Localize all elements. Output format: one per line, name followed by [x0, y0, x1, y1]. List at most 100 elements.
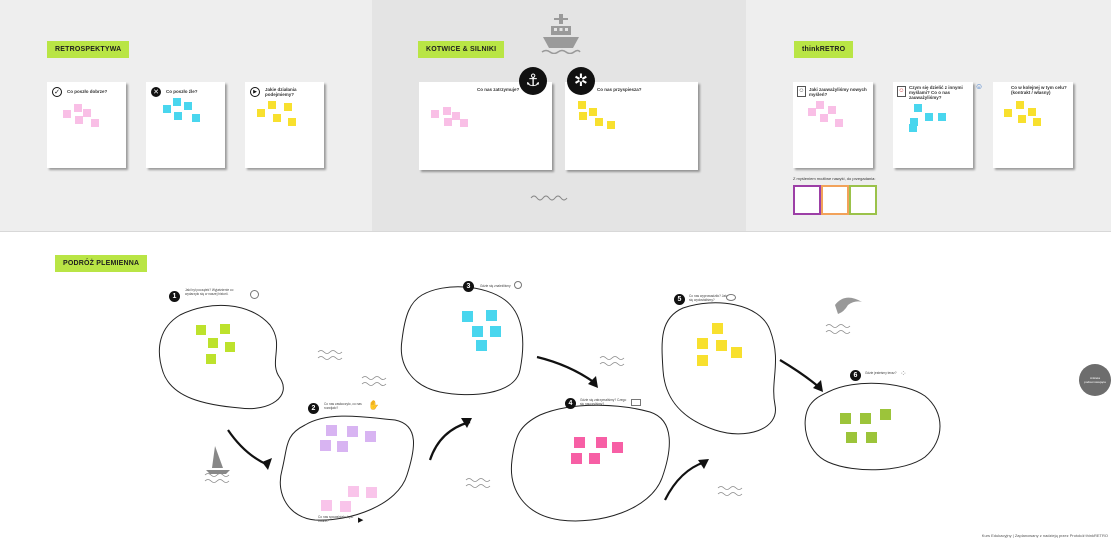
- sticky-note[interactable]: [452, 112, 460, 120]
- sticky-note[interactable]: [697, 355, 708, 366]
- sticky-note[interactable]: [472, 326, 483, 337]
- sticky-note[interactable]: [347, 426, 358, 437]
- step-text: Gdzie się znaleźliśmy: [480, 284, 511, 288]
- sticky-note[interactable]: [184, 102, 192, 110]
- sticky-note[interactable]: [866, 432, 877, 443]
- anchor-card-1[interactable]: Co nas zatrzymuje?: [419, 82, 552, 170]
- sticky-note[interactable]: [490, 326, 501, 337]
- habit-card-purple[interactable]: [793, 185, 821, 215]
- sticky-note[interactable]: [74, 104, 82, 112]
- sticky-note[interactable]: [578, 101, 586, 109]
- sticky-note[interactable]: [196, 325, 206, 335]
- anchors-title: KOTWICE & SILNIKI: [418, 41, 505, 58]
- sticky-note[interactable]: [1028, 108, 1036, 116]
- anchor-card-2[interactable]: Co nas przyspiesza?: [565, 82, 698, 170]
- sticky-note[interactable]: [574, 437, 585, 448]
- step-number: 3: [463, 281, 474, 292]
- person-icon: ☺: [975, 82, 984, 91]
- sticky-note[interactable]: [91, 119, 99, 127]
- think-card-3[interactable]: ☺ Co w kolejnej w tym celu? (kontrakt / …: [975, 82, 1073, 168]
- check-circle-icon: ✓: [52, 87, 62, 97]
- sticky-note[interactable]: [716, 340, 727, 351]
- sticky-note[interactable]: [462, 311, 473, 322]
- think-card-2[interactable]: ☺ Czym się dzielić z innymi myślami? Co …: [893, 82, 973, 168]
- sticky-note[interactable]: [340, 501, 351, 512]
- retro-card-3[interactable]: ▶ Jakie działania podejmiemy?: [245, 82, 324, 168]
- sticky-note[interactable]: [431, 110, 439, 118]
- journey-title: PODRÓŻ PLEMIENNA: [55, 255, 148, 272]
- sticky-note[interactable]: [288, 118, 296, 126]
- sticky-note[interactable]: [589, 108, 597, 116]
- sticky-note[interactable]: [860, 413, 871, 424]
- sticky-note[interactable]: [571, 453, 582, 464]
- survey-badge-text: Ankieta podsumowująca: [1084, 376, 1106, 384]
- sticky-note[interactable]: [925, 113, 933, 121]
- sticky-note[interactable]: [220, 324, 230, 334]
- habit-card-orange[interactable]: [821, 185, 849, 215]
- sticky-note[interactable]: [909, 124, 917, 132]
- sticky-note[interactable]: [206, 354, 216, 364]
- sticky-note[interactable]: [83, 109, 91, 117]
- sticky-note[interactable]: [820, 114, 828, 122]
- step-text: Gdzie jesteśmy teraz?: [865, 371, 897, 375]
- sticky-note[interactable]: [846, 432, 857, 443]
- sticky-note[interactable]: [1018, 115, 1026, 123]
- retro-card-2[interactable]: ✕ Co poszło źle?: [146, 82, 225, 168]
- sticky-note[interactable]: [63, 110, 71, 118]
- pin-icon: [514, 281, 522, 289]
- card-label: Jaki zauważyliśmy nowych myśleń?: [809, 87, 867, 97]
- sticky-note[interactable]: [712, 323, 723, 334]
- sticky-note[interactable]: [607, 121, 615, 129]
- survey-badge[interactable]: Ankieta podsumowująca: [1079, 364, 1111, 396]
- sticky-note[interactable]: [365, 431, 376, 442]
- sticky-note[interactable]: [1016, 101, 1024, 109]
- sticky-note[interactable]: [612, 442, 623, 453]
- sticky-note[interactable]: [443, 107, 451, 115]
- sticky-note[interactable]: [75, 116, 83, 124]
- sticky-note[interactable]: [268, 101, 276, 109]
- step-number: 2: [308, 403, 319, 414]
- sticky-note[interactable]: [938, 113, 946, 121]
- sticky-note[interactable]: [1033, 118, 1041, 126]
- sticky-note[interactable]: [337, 441, 348, 452]
- sticky-note[interactable]: [835, 119, 843, 127]
- sticky-note[interactable]: [444, 118, 452, 126]
- sticky-note[interactable]: [595, 118, 603, 126]
- sticky-note[interactable]: [208, 338, 218, 348]
- sticky-note[interactable]: [697, 338, 708, 349]
- sticky-note[interactable]: [486, 310, 497, 321]
- sticky-note[interactable]: [476, 340, 487, 351]
- sticky-note[interactable]: [579, 112, 587, 120]
- sticky-note[interactable]: [880, 409, 891, 420]
- sticky-note[interactable]: [273, 114, 281, 122]
- sticky-note[interactable]: [828, 106, 836, 114]
- sticky-note[interactable]: [225, 342, 235, 352]
- sticky-note[interactable]: [910, 118, 918, 126]
- sticky-note[interactable]: [460, 119, 468, 127]
- sticky-note[interactable]: [731, 347, 742, 358]
- sticky-note[interactable]: [808, 108, 816, 116]
- sticky-note[interactable]: [173, 98, 181, 106]
- sticky-note[interactable]: [596, 437, 607, 448]
- card-label: Co nas zatrzymuje?: [477, 87, 520, 92]
- sticky-note[interactable]: [914, 104, 922, 112]
- sticky-note[interactable]: [348, 486, 359, 497]
- habit-card-green[interactable]: [849, 185, 877, 215]
- think-card-1[interactable]: ☺ Jaki zauważyliśmy nowych myśleń?: [793, 82, 873, 168]
- sticky-note[interactable]: [192, 114, 200, 122]
- retro-card-1[interactable]: ✓ Co poszło dobrze?: [47, 82, 126, 168]
- sticky-note[interactable]: [366, 487, 377, 498]
- play-circle-icon: ▶: [250, 87, 260, 97]
- sticky-note[interactable]: [174, 112, 182, 120]
- sticky-note[interactable]: [816, 101, 824, 109]
- sticky-note[interactable]: [1004, 109, 1012, 117]
- sticky-note[interactable]: [257, 109, 265, 117]
- step-number: 1: [169, 291, 180, 302]
- sticky-note[interactable]: [840, 413, 851, 424]
- sticky-note[interactable]: [163, 105, 171, 113]
- sticky-note[interactable]: [589, 453, 600, 464]
- sticky-note[interactable]: [321, 500, 332, 511]
- sticky-note[interactable]: [284, 103, 292, 111]
- sticky-note[interactable]: [320, 440, 331, 451]
- sticky-note[interactable]: [326, 425, 337, 436]
